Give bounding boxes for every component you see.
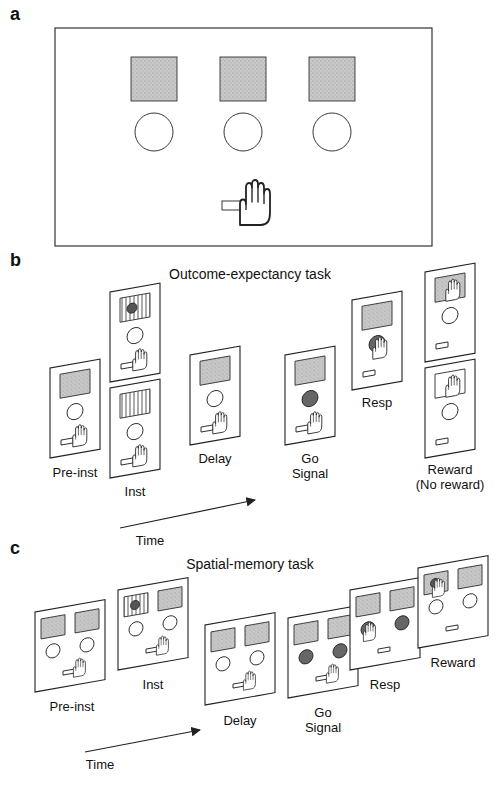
phase-label: Resp — [362, 396, 392, 411]
phase-label: Delay — [223, 714, 256, 729]
phase-label: Inst — [125, 485, 146, 500]
phase-label: Resp — [370, 678, 400, 693]
phase-label: Inst — [143, 678, 164, 693]
phase-label: Pre-inst — [53, 466, 98, 481]
time-label: Time — [86, 758, 114, 773]
outcome-task-frames — [50, 263, 475, 528]
phase-label: Go Signal — [286, 452, 334, 482]
time-label: Time — [136, 534, 164, 549]
phase-label: (No reward) — [416, 478, 485, 493]
spatial-task-frames — [35, 556, 488, 752]
task-title: Outcome-expectancy task — [169, 266, 331, 282]
panel-letter: a — [10, 4, 20, 25]
apparatus-panel — [55, 28, 432, 246]
panel-letter: c — [10, 538, 20, 559]
phase-label: Delay — [198, 452, 231, 467]
phase-label: Reward — [428, 463, 473, 478]
phase-label: Go Signal — [299, 706, 347, 736]
panel-letter: b — [10, 250, 21, 271]
phase-label: Pre-inst — [50, 700, 95, 715]
task-title: Spatial-memory task — [186, 556, 314, 572]
phase-label: Reward — [431, 656, 476, 671]
